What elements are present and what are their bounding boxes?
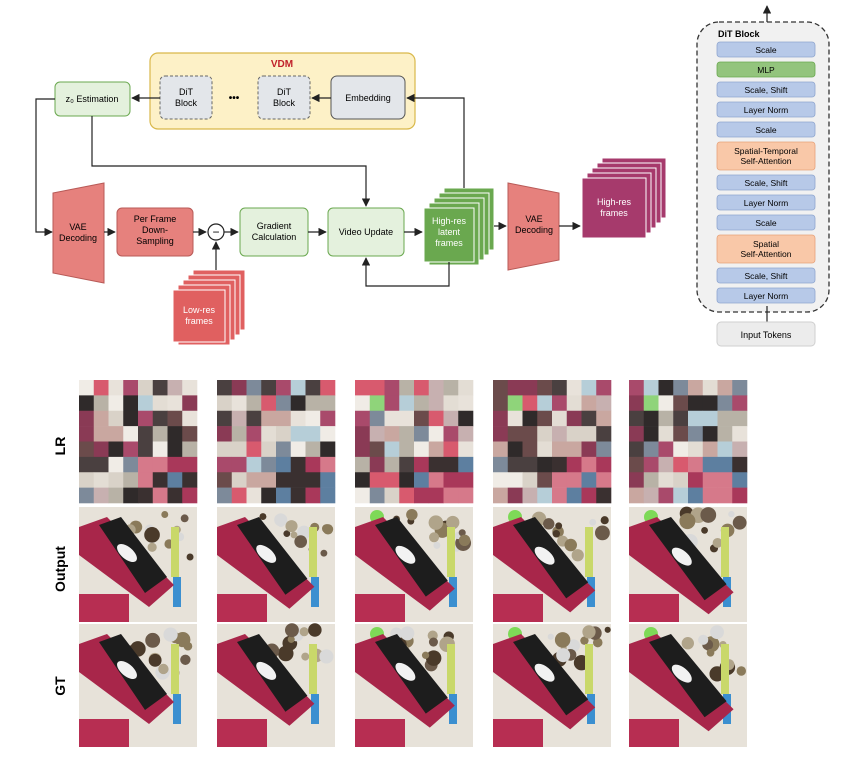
output-frame [629, 506, 747, 622]
dit-layer-box [716, 234, 816, 264]
vae-decoding-shape [52, 182, 105, 284]
input-tokens-box [716, 321, 816, 347]
dit-block-title: DiT Block [718, 29, 761, 39]
lr-frame [217, 380, 336, 504]
lowres-frames-line1: Low-res [183, 305, 216, 315]
dit-layer-box [716, 287, 816, 304]
z0-estimation-label: z₀ Estimation [66, 94, 119, 104]
dit-layer-label: Scale, Shift [745, 271, 789, 281]
gt-frame [493, 624, 611, 747]
dit-layer-label: Spatial [753, 239, 779, 249]
highres-latent-line1: High-res [432, 216, 467, 226]
dit-layer-box [716, 101, 816, 118]
lr-frame [629, 380, 748, 504]
highres-frames-stack [581, 157, 667, 239]
dit-layer-label: Self-Attention [740, 156, 791, 166]
vae-decoding-2-line1: VAE [525, 214, 542, 224]
comparison-grid: LR Output GT [52, 380, 748, 747]
vae-decoding-2-line2: Decoding [515, 225, 553, 235]
dit-layer-label: Scale [755, 125, 777, 135]
lr-frame [493, 380, 612, 504]
row-label-gt: GT [52, 676, 68, 696]
row-label-output: Output [52, 546, 68, 592]
gt-frame [79, 624, 197, 747]
input-tokens-label: Input Tokens [741, 330, 792, 340]
dit-layer-box [716, 214, 816, 231]
pipeline-diagram: VDM DiT Block ••• DiT Block Embedding z₀… [35, 52, 667, 346]
gradient-line1: Gradient [257, 221, 292, 231]
lr-frame [79, 380, 198, 504]
dit-layer-box [716, 81, 816, 98]
dit-layer-label: Scale, Shift [745, 85, 789, 95]
downsampling-line2: Down- [142, 225, 168, 235]
dit-layer-box [716, 41, 816, 58]
dit-layer-label: Scale [755, 218, 777, 228]
pipeline-arrows [35, 93, 581, 287]
dit-layer-label: Layer Norm [744, 291, 788, 301]
dit-layer-box [716, 121, 816, 138]
gradient-line2: Calculation [252, 232, 297, 242]
highres-frames-line1: High-res [597, 197, 632, 207]
dit-block-b-line1: DiT [277, 87, 291, 97]
row-label-lr: LR [52, 437, 68, 456]
highres-latent-line2: latent [438, 227, 461, 237]
lowres-frames-line2: frames [185, 316, 213, 326]
gt-frame [629, 624, 747, 747]
downsampling-line3: Sampling [136, 236, 174, 246]
vae-decoding-2-shape [507, 182, 560, 271]
output-frame [79, 507, 197, 622]
dit-layer-label: Scale, Shift [745, 178, 789, 188]
dit-layer-box [716, 267, 816, 284]
gt-frame [217, 623, 335, 747]
dit-block-a-line2: Block [175, 98, 198, 108]
highres-latent-line3: frames [435, 238, 463, 248]
dit-layer-label: Self-Attention [740, 249, 791, 259]
dit-layer-label: Scale [755, 45, 777, 55]
dit-layer-box [716, 61, 816, 78]
vdm-label: VDM [271, 59, 293, 70]
output-frame [355, 507, 473, 622]
embedding-label: Embedding [345, 93, 391, 103]
dit-layer-label: Layer Norm [744, 198, 788, 208]
highres-frames-line2: frames [600, 208, 628, 218]
dit-layer-label: MLP [757, 65, 775, 75]
video-update-label: Video Update [339, 227, 393, 237]
vae-decoding-line2: Decoding [59, 233, 97, 243]
highres-latent-stack [423, 187, 495, 266]
output-frame [217, 507, 335, 622]
dit-layer-box [716, 194, 816, 211]
dit-layer-label: Layer Norm [744, 105, 788, 115]
output-frame [493, 507, 611, 622]
lowres-frames-stack [172, 269, 246, 346]
gt-frame [355, 624, 473, 747]
downsampling-line1: Per Frame [134, 214, 177, 224]
lr-frame [355, 380, 474, 504]
ellipsis: ••• [229, 93, 240, 104]
dit-block-a-line1: DiT [179, 87, 193, 97]
dit-layer-label: Spatial-Temporal [734, 146, 798, 156]
dit-layer-box [716, 174, 816, 191]
dit-layer-box [716, 141, 816, 171]
vae-decoding-line1: VAE [69, 222, 86, 232]
dit-block-b-line2: Block [273, 98, 296, 108]
dit-block-b [257, 75, 311, 120]
subtract-symbol: − [212, 225, 219, 239]
